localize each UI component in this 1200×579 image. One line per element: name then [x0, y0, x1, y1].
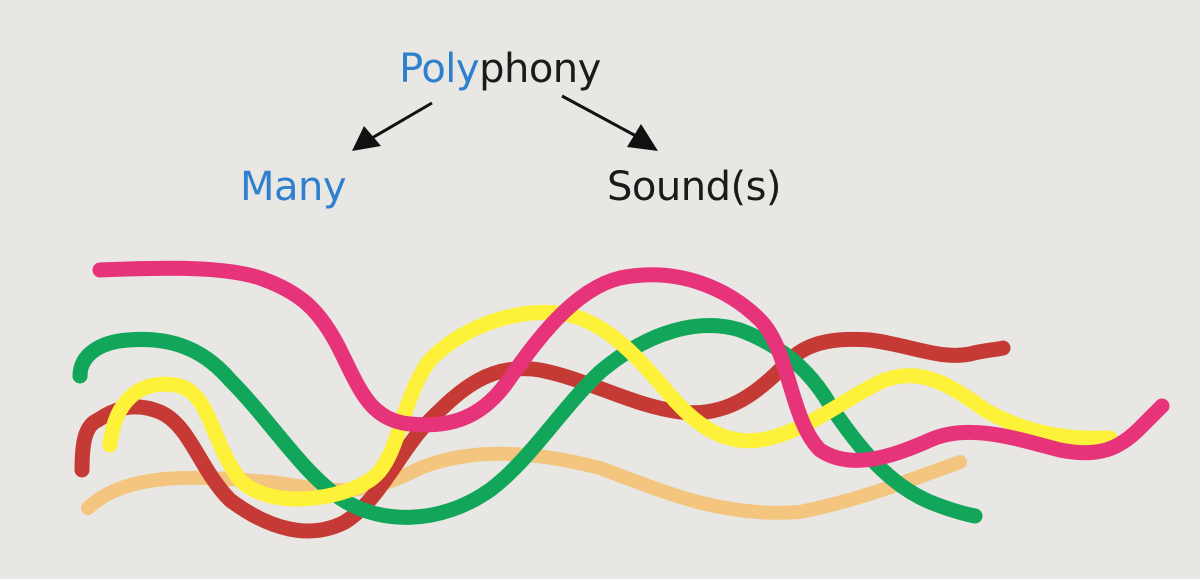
arrow-right — [561, 94, 658, 151]
strand-red — [74, 331, 1011, 539]
branch-label-sounds: Sound(s) — [607, 164, 782, 210]
strand-green — [72, 318, 983, 525]
arrow-left — [352, 101, 433, 151]
diagram-title: Polyphony — [0, 46, 1000, 92]
strand-pink — [92, 260, 1170, 468]
branch-label-many: Many — [240, 164, 347, 210]
title-suffix: phony — [479, 46, 601, 92]
title-prefix: Poly — [399, 46, 480, 92]
